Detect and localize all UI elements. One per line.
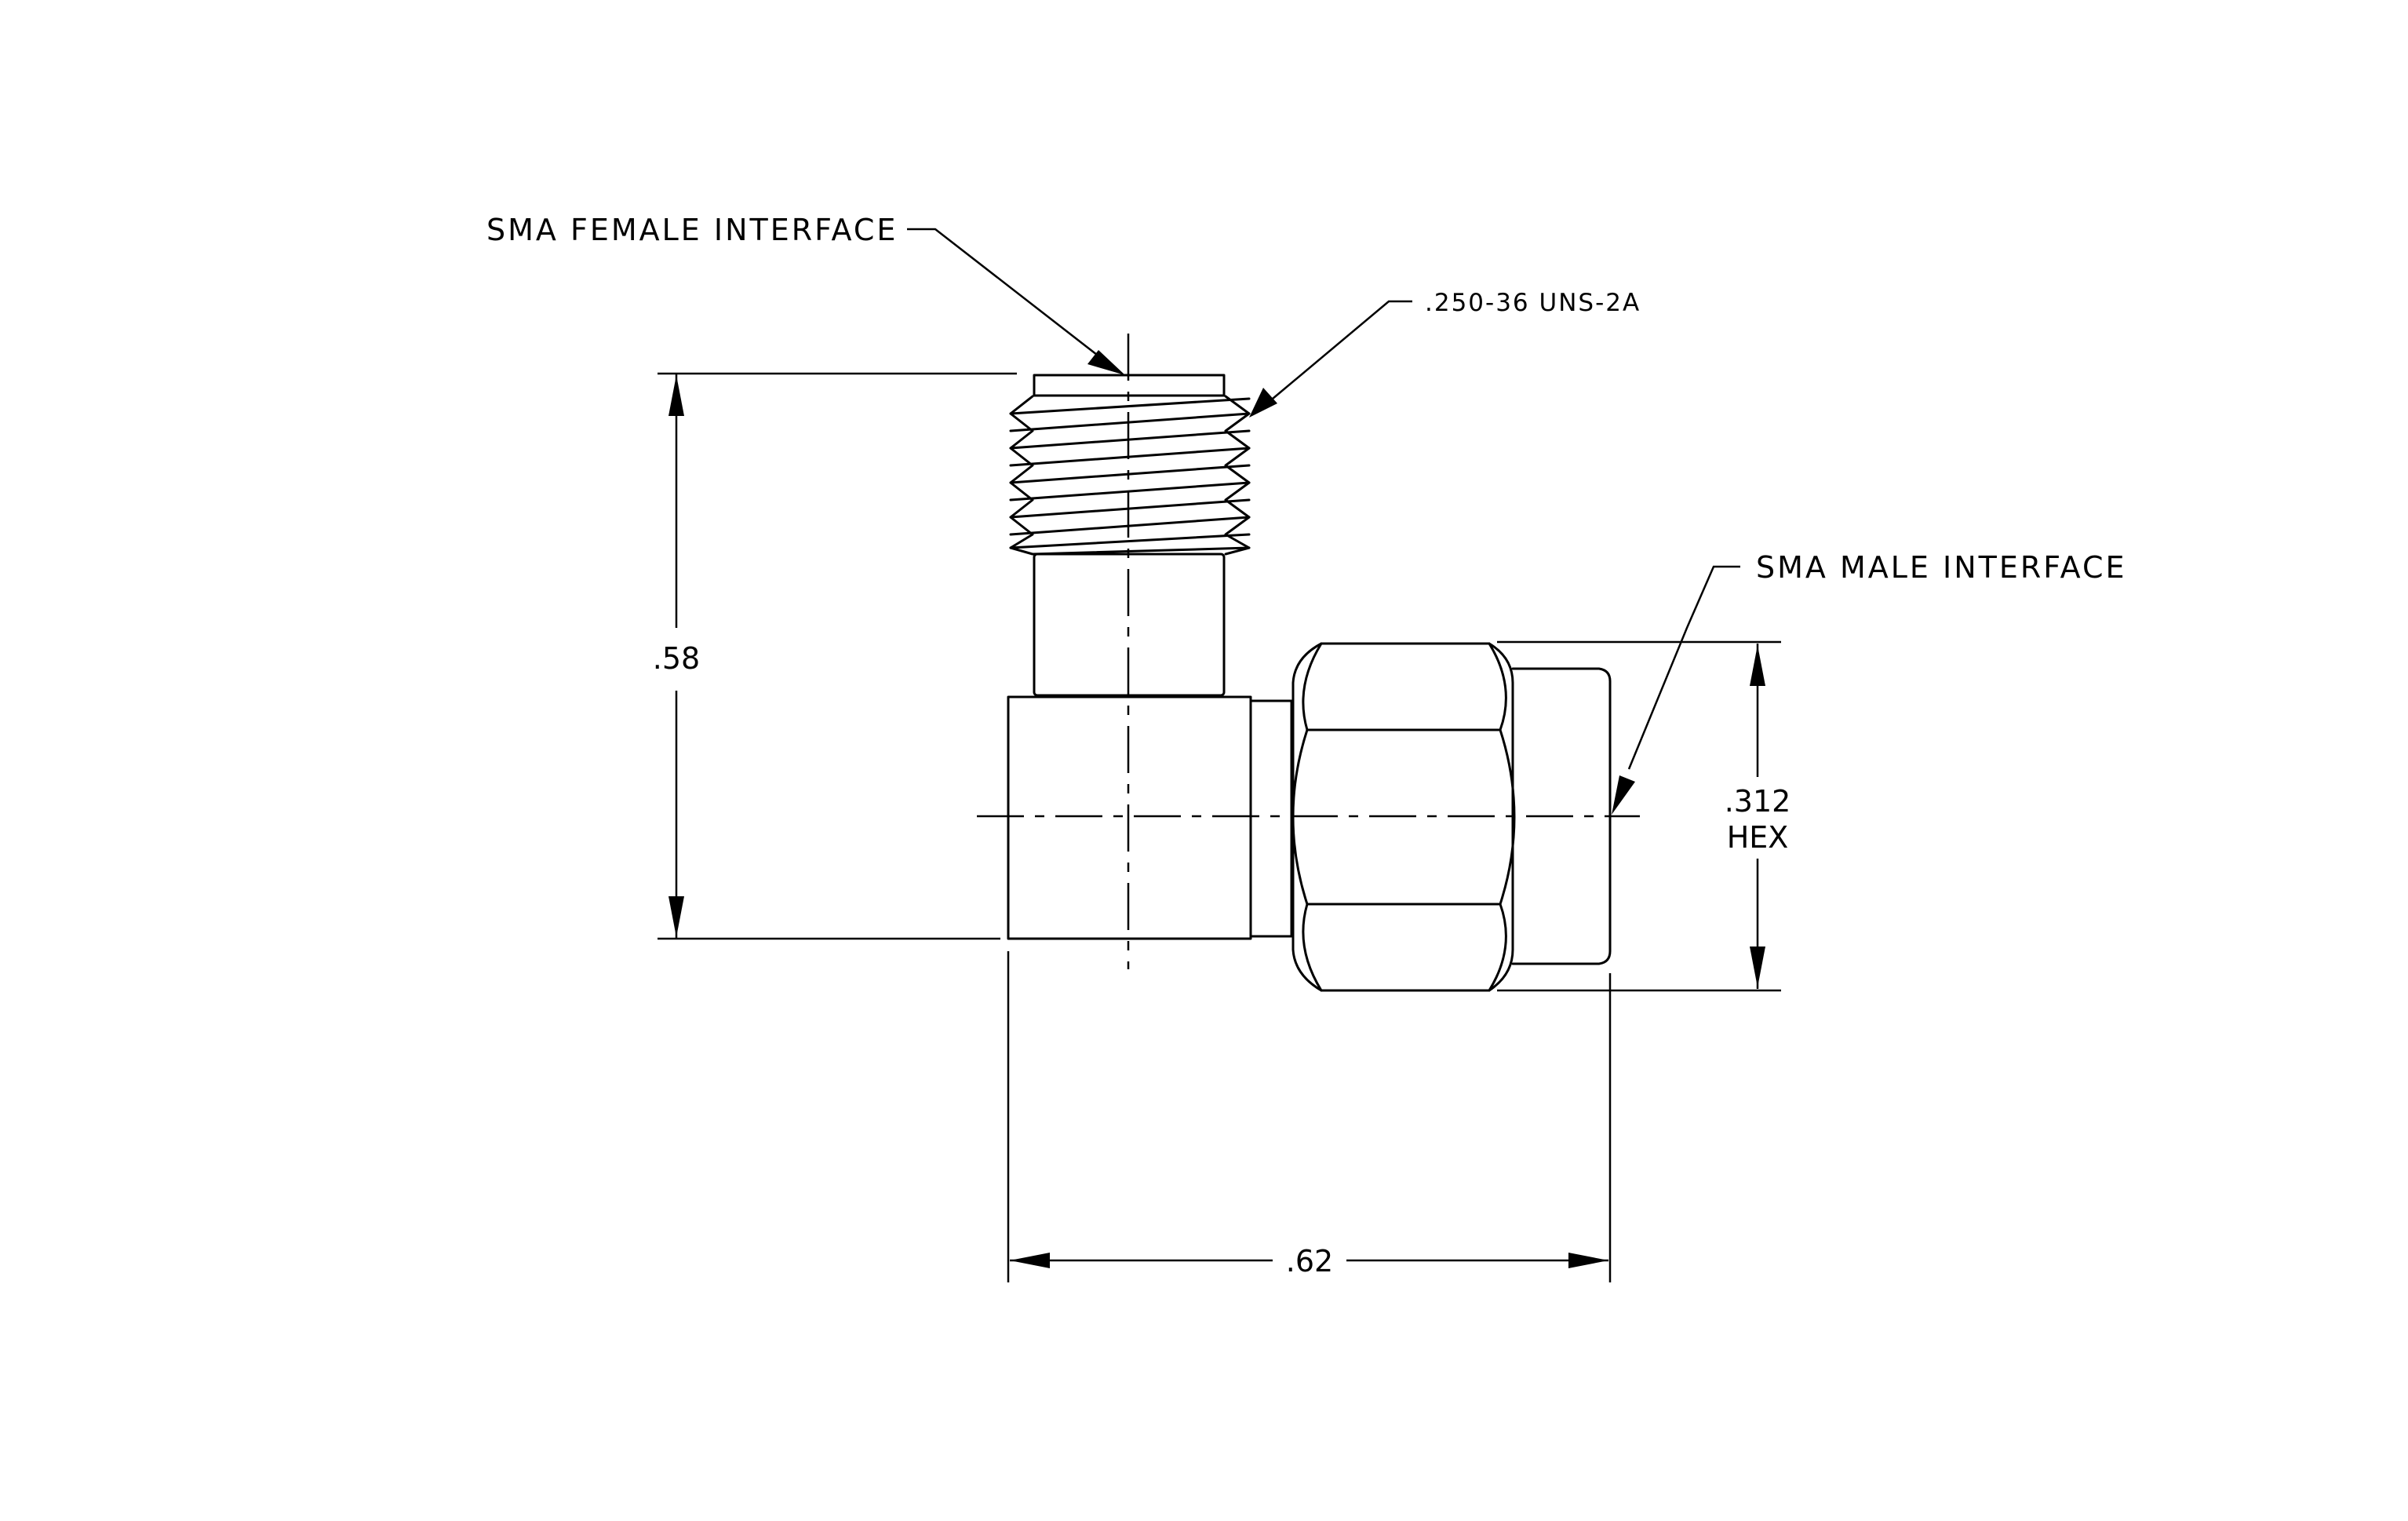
width-dimension-text: .62	[1286, 1244, 1333, 1278]
height-dimension: .58	[653, 372, 1017, 940]
female-interface-body	[1009, 374, 1251, 697]
height-dimension-text: .58	[653, 641, 700, 676]
thread-spec-callout: .250-36 UNS-2A	[1249, 289, 1641, 418]
female-interface-callout: SMA FEMALE INTERFACE	[486, 213, 1125, 375]
hex-dimension-value: .312	[1725, 784, 1791, 819]
connector-body	[1007, 695, 1293, 940]
hex-dimension: .312 HEX	[1497, 640, 1791, 992]
female-interface-label: SMA FEMALE INTERFACE	[486, 213, 898, 247]
male-interface-callout: SMA MALE INTERFACE	[1612, 550, 2127, 815]
thread-profile	[1009, 395, 1251, 556]
male-interface-label: SMA MALE INTERFACE	[1756, 550, 2127, 585]
thread-spec-label: .250-36 UNS-2A	[1425, 289, 1641, 317]
hex-nut	[1291, 642, 1516, 992]
width-dimension: .62	[1007, 951, 1612, 1282]
hex-dimension-label: HEX	[1727, 820, 1789, 855]
